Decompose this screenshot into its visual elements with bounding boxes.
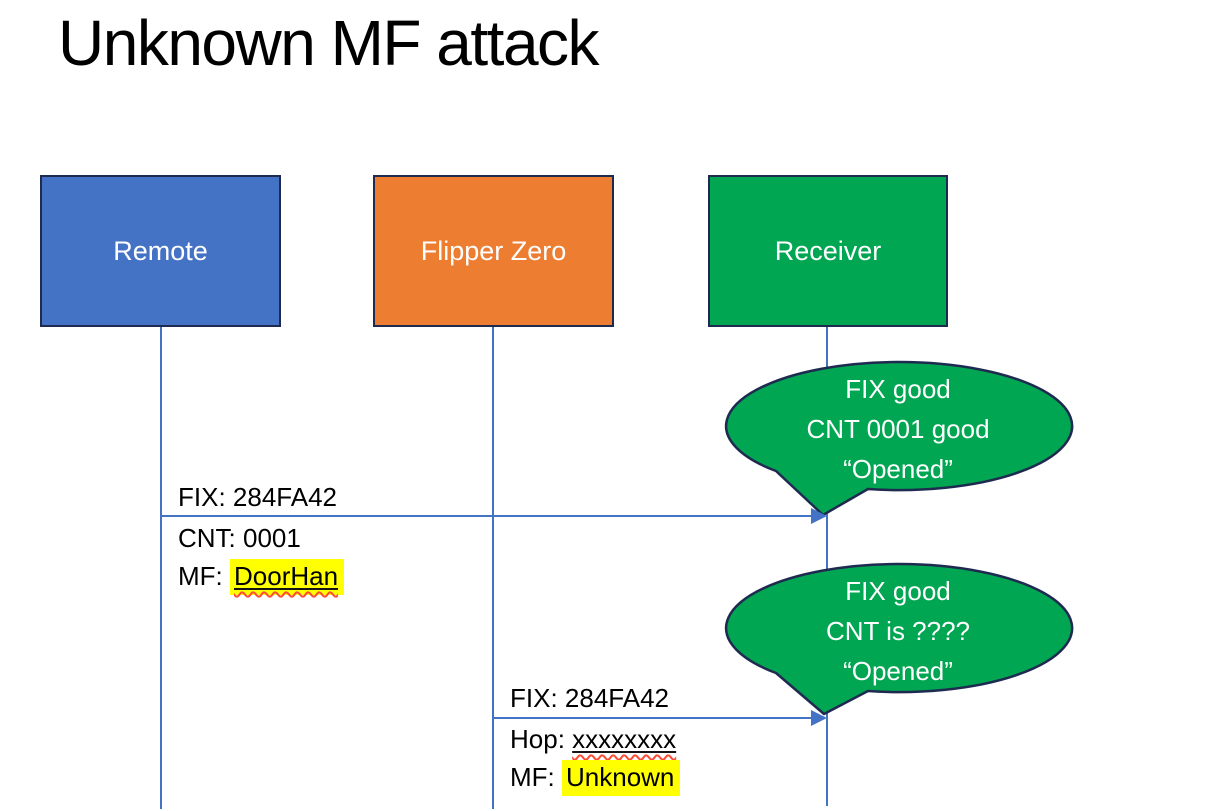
speech-bubble-1-text: FIX good CNT 0001 good “Opened” — [725, 369, 1071, 489]
message-arrow-2-head — [811, 710, 827, 726]
bubble-1-line-1: FIX good — [845, 374, 951, 404]
actor-box-receiver: Receiver — [708, 175, 948, 327]
message-1-cnt-prefix: CNT: — [178, 523, 243, 553]
message-2-hop-squiggle: xxxxxxxx — [572, 724, 676, 754]
speech-bubble-2-text: FIX good CNT is ???? “Opened” — [725, 571, 1071, 691]
bubble-2-line-3: “Opened” — [843, 656, 953, 686]
bubble-2-line-1: FIX good — [845, 576, 951, 606]
message-1-label-fix: FIX: 284FA42 — [178, 482, 337, 512]
message-2-mf-prefix: MF: — [510, 762, 562, 792]
message-1-label-cnt: CNT: 0001 — [178, 521, 301, 555]
message-2-label-mf: MF: Unknown — [510, 760, 681, 796]
message-2-hop-value: xxxxxxxx — [572, 724, 677, 754]
bubble-1-line-3: “Opened” — [843, 454, 953, 484]
message-arrow-1-head — [811, 508, 827, 524]
speech-bubble-1-shape — [724, 360, 1074, 517]
message-2-label-fix: FIX: 284FA42 — [510, 683, 669, 713]
message-2-label-hop: Hop: xxxxxxxx — [510, 722, 676, 756]
actor-label-remote: Remote — [113, 235, 208, 266]
message-1-mf-prefix: MF: — [178, 561, 230, 591]
message-2-hop-prefix: Hop: — [510, 724, 573, 754]
message-1-mf-highlight: DoorHan — [230, 559, 345, 595]
speech-bubble-2-shape — [724, 562, 1074, 716]
bubble-2-line-2: CNT is ???? — [825, 616, 971, 646]
actor-label-flipper-zero: Flipper Zero — [420, 235, 567, 266]
actor-label-receiver: Receiver — [774, 235, 882, 266]
bubble-1-line-2: CNT 0001 good — [806, 414, 990, 444]
actor-box-flipper-zero: Flipper Zero — [373, 175, 614, 327]
message-2-mf-highlight: Unknown — [562, 760, 681, 796]
message-1-label-mf: MF: DoorHan — [178, 559, 345, 595]
message-1-cnt-value: 0001 — [243, 523, 301, 553]
actor-box-remote: Remote — [40, 175, 281, 327]
message-2-mf-value: Unknown — [566, 762, 675, 792]
slide-title: Unknown MF attack — [58, 7, 600, 79]
message-1-mf-value: DoorHan — [234, 561, 339, 591]
